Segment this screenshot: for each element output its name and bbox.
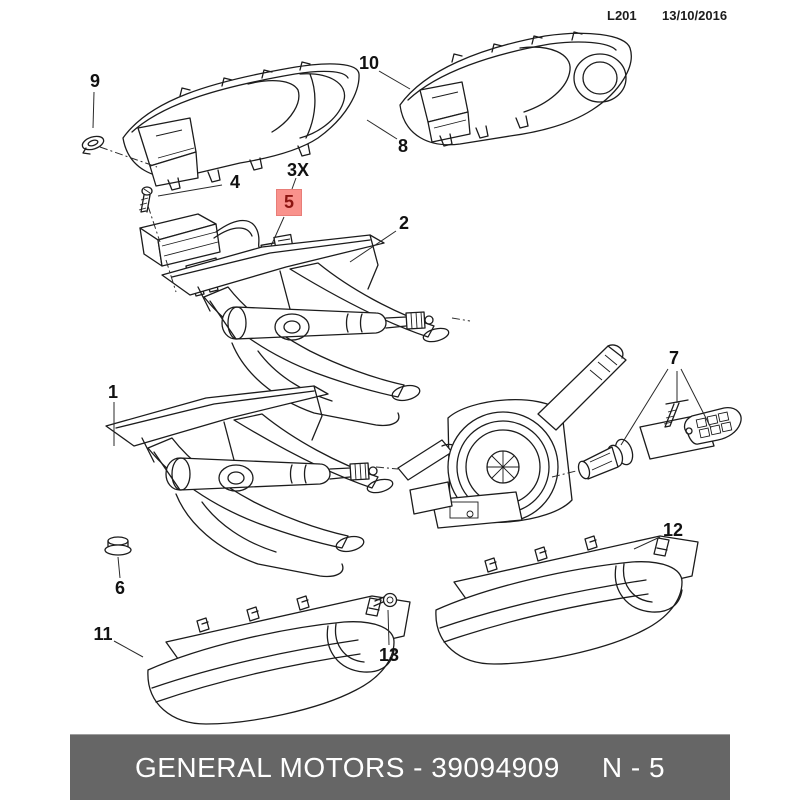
nut-drawing <box>104 536 132 556</box>
footer-sheet-code: N - 5 <box>601 752 666 783</box>
drawing-date: 13/10/2016 <box>662 8 728 23</box>
exploded-view-canvas <box>81 31 742 725</box>
retainer-clip-drawing <box>81 135 105 155</box>
callout-1[interactable]: 1 <box>107 382 119 402</box>
callout-3x-quantity[interactable]: 3X <box>286 160 310 180</box>
mounting-plate-outline <box>639 413 715 460</box>
knee-bolster-right-drawing <box>435 535 699 665</box>
screw-7-drawing <box>663 399 689 428</box>
callout-13[interactable]: 13 <box>378 645 400 665</box>
leader-lines <box>92 70 712 658</box>
screw-4-drawing <box>138 186 153 213</box>
switch-clockspring-drawing <box>397 344 627 529</box>
instrument-panel-left-drawing <box>122 61 360 191</box>
screw-13-drawing <box>373 592 398 608</box>
steering-column-lower-drawing <box>105 385 395 578</box>
transponder-key-drawing <box>683 407 742 445</box>
knee-bolster-left-drawing <box>147 595 411 725</box>
callout-2[interactable]: 2 <box>398 213 410 233</box>
instrument-panel-right-drawing <box>399 31 632 147</box>
callout-8[interactable]: 8 <box>397 136 409 156</box>
callout-6[interactable]: 6 <box>114 578 126 598</box>
callout-4[interactable]: 4 <box>229 172 241 192</box>
callout-11[interactable]: 11 <box>93 624 113 644</box>
ignition-lock-cylinder-drawing <box>577 438 634 480</box>
callout-7[interactable]: 7 <box>668 348 680 368</box>
footer-bar: GENERAL MOTORS - 39094909 N - 5 <box>70 734 730 800</box>
drawing-code: L201 <box>607 8 637 23</box>
callout-9[interactable]: 9 <box>89 71 101 91</box>
footer-part-title: GENERAL MOTORS - 39094909 <box>134 752 560 783</box>
callout-10[interactable]: 10 <box>358 53 380 73</box>
callout-5-highlighted[interactable]: 5 <box>276 189 302 216</box>
centerlines <box>99 146 577 478</box>
callout-12[interactable]: 12 <box>662 520 684 540</box>
